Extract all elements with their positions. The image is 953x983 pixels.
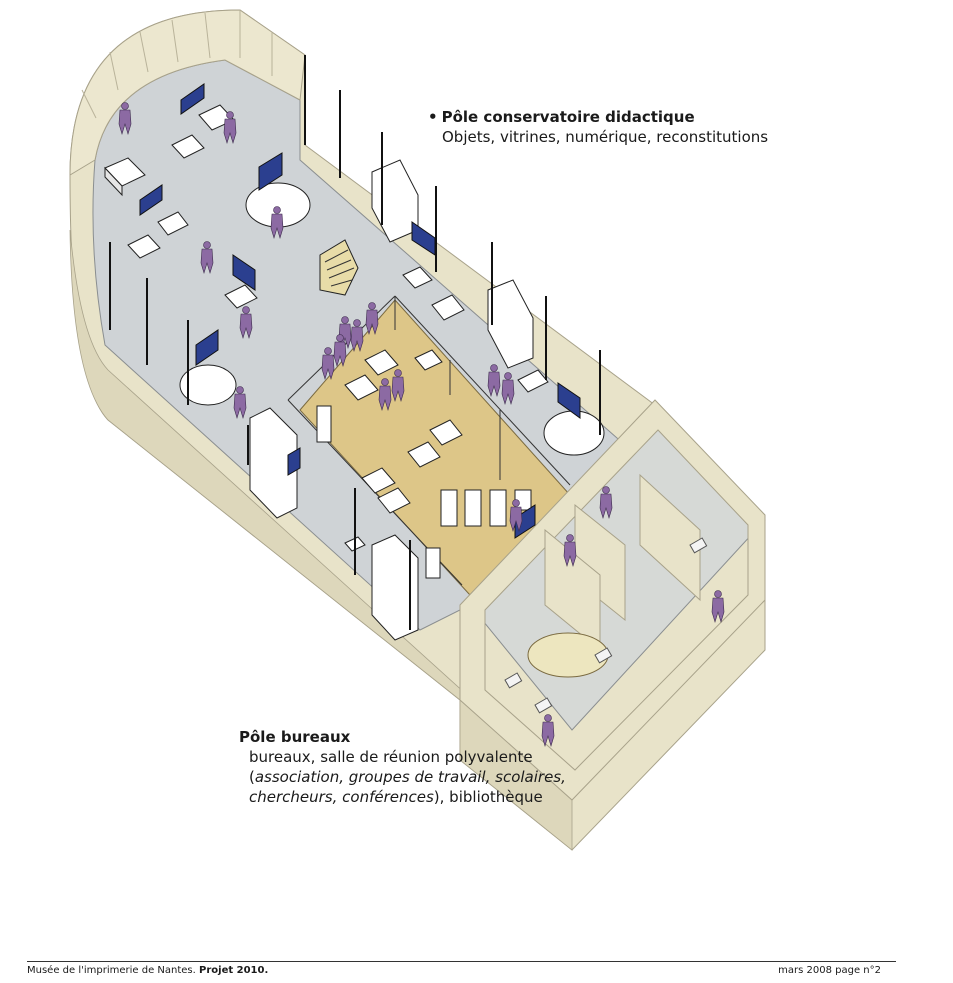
label-pole-bureaux-italic-2: chercheurs, conférences — [249, 788, 434, 806]
office-desks — [504, 537, 708, 714]
footer-divider — [27, 961, 896, 962]
wall-face-lower — [69, 229, 573, 851]
offices-block — [459, 399, 766, 801]
footer-museum-name: Musée de l'imprimerie de Nantes. — [27, 965, 196, 976]
offices-walls — [459, 399, 766, 801]
columns — [109, 55, 601, 630]
rim-ribs — [81, 10, 273, 119]
label-pole-bureaux-line3: chercheurs, conférences), bibliothèque — [239, 787, 566, 807]
label-pole-conservatoire-subtitle: Objets, vitrines, numérique, reconstitut… — [442, 128, 769, 146]
visitor-figures — [118, 102, 725, 748]
label-pole-bureaux-italic-1: association, groupes de travail, scolair… — [254, 768, 566, 786]
staircase — [319, 239, 359, 296]
label-pole-conservatoire: •Pôle conservatoire didactique Objets, v… — [428, 107, 768, 147]
label-pole-bureaux-line2: (association, groupes de travail, scolai… — [239, 767, 566, 787]
label-pole-conservatoire-title: Pôle conservatoire didactique — [441, 108, 695, 126]
bullet-icon: • — [428, 108, 438, 126]
label-pole-bureaux-line1: bureaux, salle de réunion polyvalente — [249, 748, 533, 766]
office-partition-2 — [639, 473, 701, 602]
footer-date-page: mars 2008 page n°2 — [778, 965, 881, 976]
paren-open: ( — [249, 768, 255, 786]
footer-project: Projet 2010. — [199, 965, 269, 976]
footer-museum: Musée de l'imprimerie de Nantes. Projet … — [27, 965, 268, 976]
label-pole-bureaux: Pôle bureaux bureaux, salle de réunion p… — [239, 727, 566, 807]
label-pole-bureaux-title: Pôle bureaux — [239, 728, 351, 746]
screens — [139, 83, 581, 539]
label-pole-bureaux-rest: ), bibliothèque — [433, 788, 543, 806]
